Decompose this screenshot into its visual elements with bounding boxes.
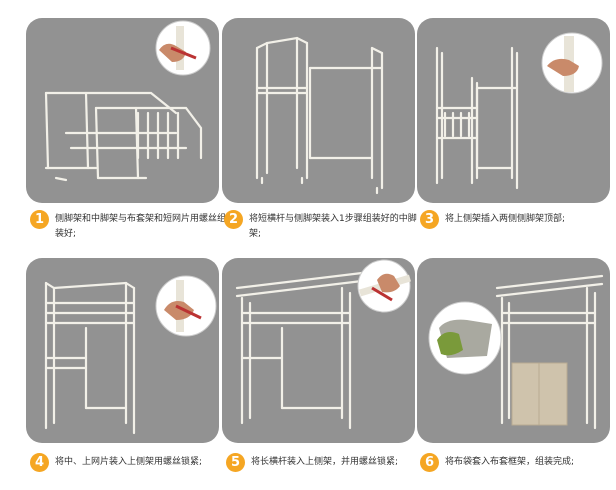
step-4-panel (26, 258, 219, 443)
step-3-caption: 3 将上侧架插入两侧侧脚架顶部; (420, 210, 616, 229)
step-6-panel (417, 258, 610, 443)
step-5-caption: 5 将长横杆装入上侧架，并用螺丝锁紧; (226, 453, 422, 472)
step-1-number-badge: 1 (30, 210, 49, 229)
step-2-caption: 2 将短横杆与侧脚架装入1步骤组装好的中脚架; (224, 210, 420, 242)
step-1-text: 侧脚架和中脚架与布套架和短网片用螺丝组装好; (55, 214, 227, 239)
step-4-text: 将中、上网片装入上侧架用螺丝锁紧; (55, 457, 203, 467)
step-1-caption: 1 侧脚架和中脚架与布套架和短网片用螺丝组装好; (30, 210, 226, 242)
step-3-number-badge: 3 (420, 210, 439, 229)
step-4-number-badge: 4 (30, 453, 49, 472)
step-4-caption: 4 将中、上网片装入上侧架用螺丝锁紧; (30, 453, 226, 472)
step-2-number-badge: 2 (224, 210, 243, 229)
step-3-illustration (435, 32, 603, 190)
step-6-caption: 6 将布袋套入布套框架，组装完成; (420, 453, 616, 472)
step-2-text: 将短横杆与侧脚架装入1步骤组装好的中脚架; (249, 214, 417, 239)
step-5-text: 将长横杆装入上侧架，并用螺丝锁紧; (251, 457, 399, 467)
step-5-panel (222, 258, 415, 443)
step-4-inset (155, 275, 217, 337)
step-4-illustration (44, 275, 217, 435)
step-5-illustration (235, 259, 412, 430)
step-5-number-badge: 5 (226, 453, 245, 472)
step-1-illustration (44, 20, 211, 182)
step-6-illustration (428, 274, 604, 430)
step-1-inset (155, 20, 211, 76)
step-3-panel (417, 18, 610, 203)
step-6-text: 将布袋套入布套框架，组装完成; (445, 457, 575, 467)
step-6-inset (428, 301, 502, 375)
step-1-panel (26, 18, 219, 203)
step-3-text: 将上侧架插入两侧侧脚架顶部; (445, 214, 566, 224)
step-5-inset (357, 259, 412, 313)
step-3-inset (541, 32, 603, 94)
step-2-illustration (255, 36, 384, 195)
step-6-number-badge: 6 (420, 453, 439, 472)
step-2-panel (222, 18, 415, 203)
